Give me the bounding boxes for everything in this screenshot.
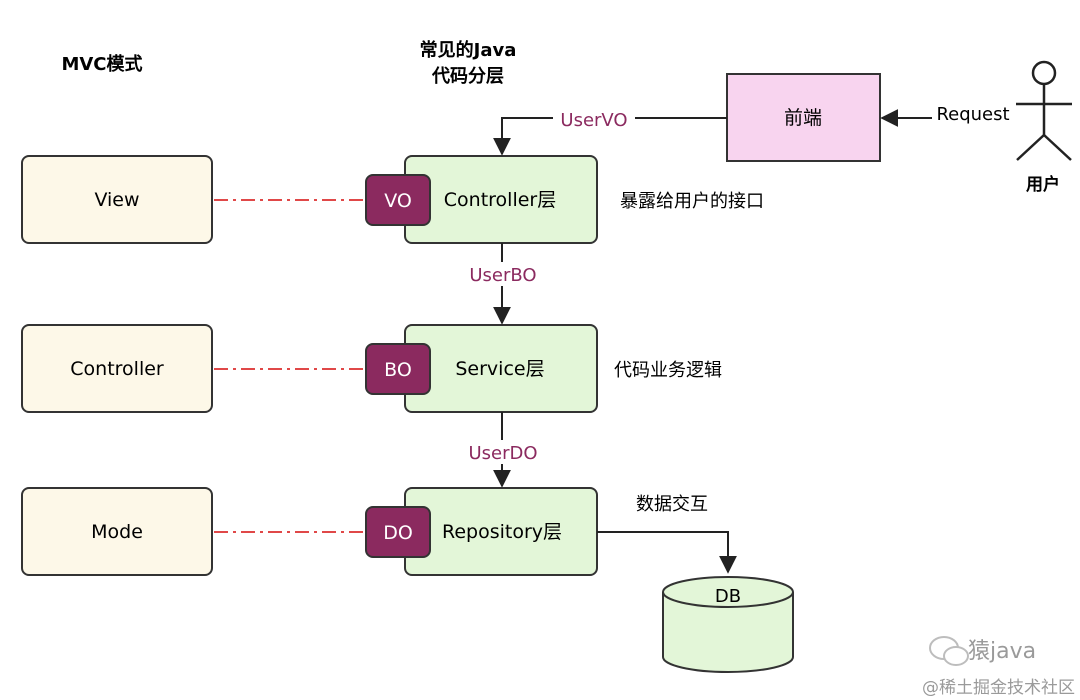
tag-vo	[365, 174, 431, 226]
edge-label-userbo: UserBO	[469, 265, 536, 286]
tag-do	[365, 506, 431, 558]
watermark-community: @稀土掘金技术社区	[922, 678, 1075, 698]
tag-bo	[365, 343, 431, 395]
edge-label-userdo: UserDO	[468, 443, 537, 464]
mvc-box-view-label: View	[94, 189, 139, 211]
mvc-title: MVC模式	[61, 53, 142, 75]
edge-label-bg-request	[932, 102, 1014, 126]
db-label: DB	[715, 586, 741, 607]
tag-vo-label: VO	[384, 190, 412, 212]
layer-desc-service: 代码业务逻辑	[614, 360, 722, 381]
layer-box-controller-label: Controller层	[444, 189, 556, 211]
frontend-box	[726, 73, 881, 162]
mvc-box-mode-label: Mode	[91, 521, 143, 543]
layer-box-service-label: Service层	[455, 358, 544, 380]
mvc-box-mode	[21, 487, 213, 576]
edge-label-bg-do	[462, 440, 546, 464]
tag-do-label: DO	[383, 522, 413, 544]
java-title-line1: 常见的Java	[420, 39, 517, 61]
edge-frontend-to-controller	[493, 117, 727, 156]
edge-label-uservo: UserVO	[560, 110, 627, 131]
edge-repository-to-db	[597, 531, 737, 574]
wechat-logo-icon	[929, 636, 969, 666]
edge-label-request: Request	[936, 104, 1009, 125]
user-label: 用户	[1026, 174, 1060, 195]
db-cylinder	[662, 576, 794, 673]
java-title-line2: 代码分层	[431, 66, 504, 87]
layer-desc-repository: 数据交互	[636, 494, 708, 515]
watermark-brand: 猿java	[968, 639, 1036, 664]
layer-desc-controller: 暴露给用户的接口	[620, 191, 764, 212]
mvc-box-controller	[21, 324, 213, 413]
tag-bo-label: BO	[384, 359, 412, 381]
edge-label-bg-bo	[462, 262, 544, 286]
mvc-box-view	[21, 155, 213, 244]
layer-box-repository-label: Repository层	[442, 521, 562, 543]
edge-label-bg-vo	[553, 107, 635, 131]
mvc-box-controller-label: Controller	[70, 358, 164, 380]
frontend-label: 前端	[784, 107, 822, 129]
user-stick-figure-icon	[1016, 60, 1072, 161]
